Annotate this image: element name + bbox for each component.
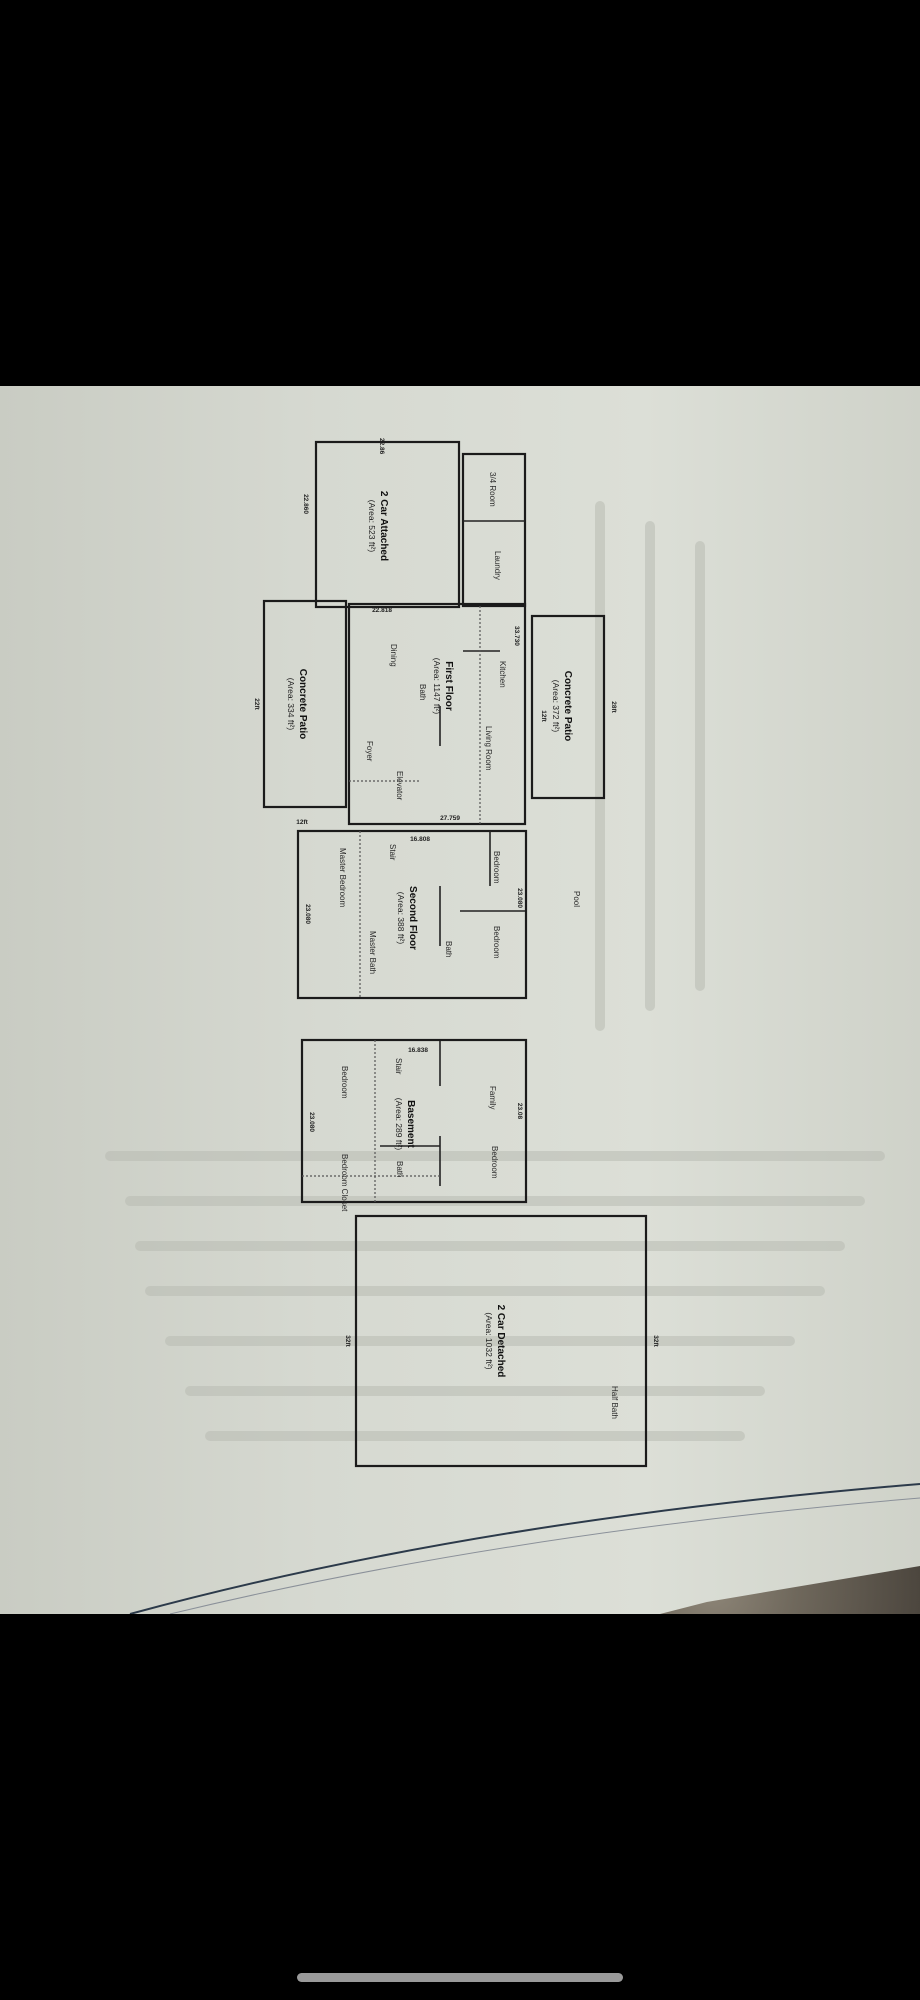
bleed-through-text [105,501,920,1614]
svg-text:28ft: 28ft [610,701,617,713]
section-name: 2 Car Attached [378,491,389,561]
section-second-floor: Second Floor (Area: 388 ft²) Bedroom Bed… [296,829,528,1000]
room-label: Kitchen [498,661,507,688]
section-patio-right: Concrete Patio (Area: 372 ft²) 28ft 12ft [530,614,617,800]
section-area: (Area: 289 ft²) [394,1098,404,1151]
section-basement: Basement (Area: 289 ft²) Family Bedroom … [300,1038,528,1212]
svg-text:16.808: 16.808 [410,836,430,843]
section-name: Second Floor [407,886,418,950]
section-area: (Area: 1032 ft²) [484,1312,494,1369]
page-edge-inner [169,1497,920,1614]
page-edge [129,1483,920,1614]
room-label: Master Bedroom [338,848,347,907]
room-label: Dining [389,644,398,667]
room-label: Master Bath [368,931,377,974]
svg-text:16.838: 16.838 [408,1047,428,1054]
home-indicator[interactable] [297,1973,623,1982]
room-label: Stair [388,844,397,861]
section-area: (Area: 388 ft²) [396,892,406,945]
room-label: Bath [418,684,427,700]
svg-text:27.759: 27.759 [440,815,460,822]
svg-text:12ft: 12ft [540,710,547,722]
svg-text:32ft: 32ft [344,1335,351,1347]
room-label: Bedroom [492,926,501,959]
room-label: Bath [444,941,453,957]
section-name: 2 Car Detached [495,1305,506,1378]
room-label: Half Bath [610,1386,619,1419]
svg-text:23.080: 23.080 [304,904,311,924]
section-name: First Floor [443,661,454,711]
room-label: 3/4 Room [488,472,497,507]
svg-text:33.730: 33.730 [513,626,520,646]
section-area: (Area: 334 ft²) [286,678,296,731]
room-label: Bedroom [490,1146,499,1179]
svg-text:22.860: 22.860 [302,494,309,514]
section-name: Concrete Patio [562,671,573,742]
room-label: Laundry [493,551,502,580]
room-label: Elevator [395,771,404,801]
section-patio-left: Concrete Patio (Area: 334 ft²) 22ft 12ft [253,599,348,826]
room-label: Family [488,1086,497,1110]
room-label: Stair [394,1058,403,1075]
section-name: Basement [405,1100,416,1148]
section-first-floor: First Floor (Area: 1147 ft²) 3/4 Room La… [347,452,527,826]
svg-text:23.080: 23.080 [308,1112,315,1132]
room-label: Bedroom [492,851,501,884]
floor-plan: 2 Car Attached (Area: 523 ft²) 22.86 22.… [253,438,659,1468]
section-name: Concrete Patio [297,669,308,740]
section-garage-attached: 2 Car Attached (Area: 523 ft²) 22.86 22.… [302,438,461,609]
section-area: (Area: 1147 ft²) [432,658,442,715]
svg-text:23.08: 23.08 [516,1103,523,1120]
document-photo: 2 Car Attached (Area: 523 ft²) 22.86 22.… [0,386,920,1614]
room-label: Living Room [484,726,493,771]
svg-text:22.818: 22.818 [372,607,392,614]
svg-text:12ft: 12ft [296,819,308,826]
room-label: Foyer [365,741,374,762]
pool-label: Pool [572,891,581,907]
room-label: Bedroom [340,1066,349,1099]
section-area: (Area: 372 ft²) [551,680,561,733]
svg-text:32ft: 32ft [652,1335,659,1347]
room-label: Bedroom Closet [340,1154,349,1212]
section-area: (Area: 523 ft²) [367,500,377,553]
svg-text:22ft: 22ft [253,698,260,710]
room-label: Bath [395,1161,404,1177]
section-garage-detached: 2 Car Detached (Area: 1032 ft²) Half Bat… [344,1214,659,1468]
svg-text:22.86: 22.86 [378,438,385,455]
svg-text:23.080: 23.080 [516,888,523,908]
